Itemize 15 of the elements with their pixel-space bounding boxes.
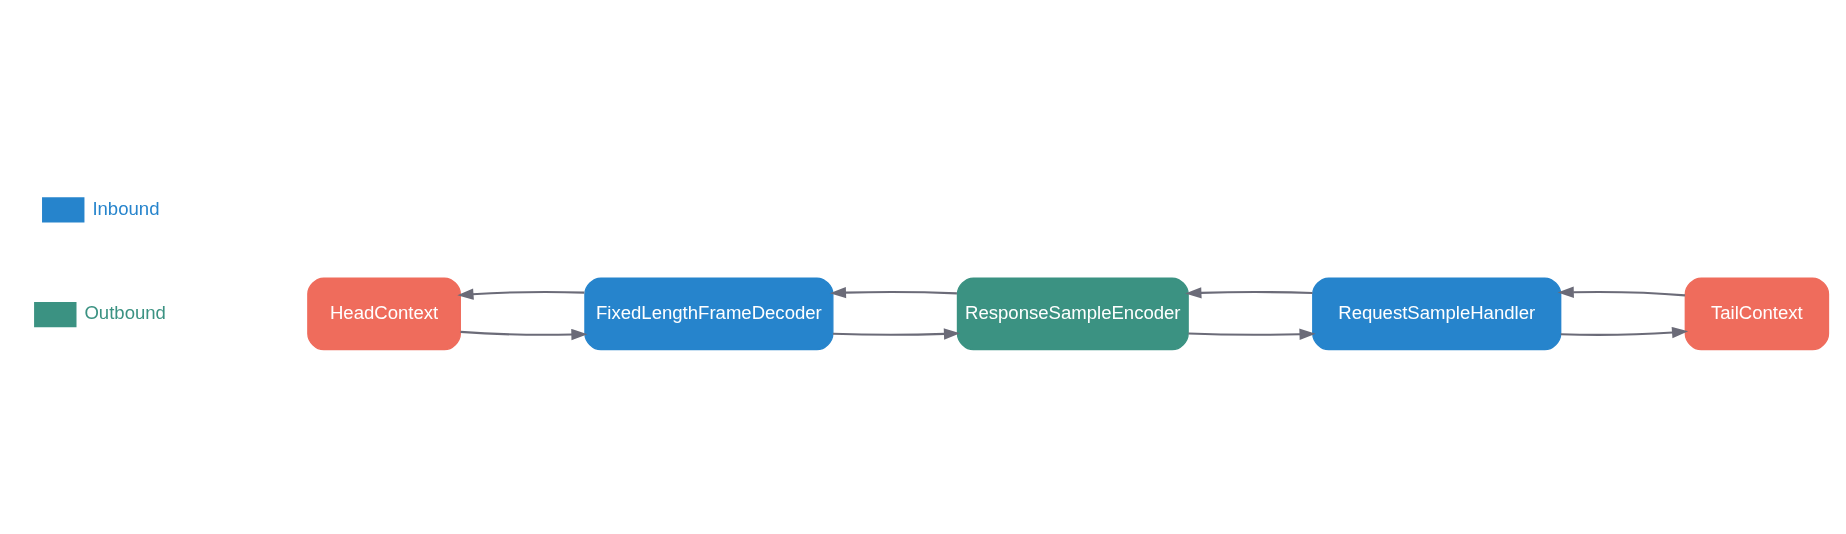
node-box: TailContext bbox=[1684, 276, 1830, 350]
node-box: ResponseSampleEncoder bbox=[956, 276, 1189, 350]
arrow bbox=[460, 328, 588, 340]
legend-label: Outbound bbox=[84, 301, 166, 323]
node-box: HeadContext bbox=[307, 276, 461, 350]
legend-label: Inbound bbox=[92, 197, 160, 219]
arrow bbox=[1188, 328, 1316, 340]
node-box: RequestSampleHandler bbox=[1312, 276, 1562, 350]
arrow bbox=[1185, 286, 1313, 299]
arrow bbox=[1560, 326, 1689, 338]
arrow bbox=[1557, 286, 1686, 298]
arrow bbox=[457, 288, 585, 300]
node-box: FixedLengthFrameDecoder bbox=[584, 276, 834, 350]
arrow bbox=[833, 327, 961, 340]
arrow bbox=[829, 286, 957, 298]
